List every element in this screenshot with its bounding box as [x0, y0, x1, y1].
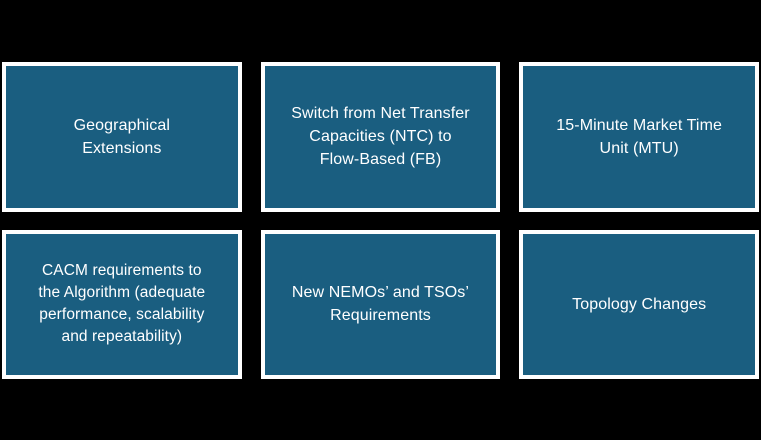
- card-grid: Geographical Extensions Switch from Net …: [2, 62, 759, 379]
- card-topology-changes[interactable]: Topology Changes: [519, 229, 759, 379]
- card-label: Topology Changes: [572, 295, 707, 313]
- card-label: 15-Minute Market Time Unit (MTU): [556, 116, 723, 157]
- card-cacm-algorithm-requirements[interactable]: CACM requirements to the Algorithm (adeq…: [2, 229, 242, 379]
- card-ntc-to-flow-based[interactable]: Switch from Net Transfer Capacities (NTC…: [260, 62, 501, 212]
- card-geographical-extensions[interactable]: Geographical Extensions: [2, 62, 242, 212]
- card-label: Switch from Net Transfer Capacities (NTC…: [291, 105, 470, 169]
- card-nemos-tsos-requirements[interactable]: New NEMOs’ and TSOs’ Requirements: [260, 229, 501, 379]
- card-label: CACM requirements to the Algorithm (adeq…: [38, 262, 206, 346]
- card-15-minute-market-time-unit[interactable]: 15-Minute Market Time Unit (MTU): [519, 62, 759, 212]
- card-label: New NEMOs’ and TSOs’ Requirements: [291, 284, 470, 325]
- card-label: Geographical Extensions: [73, 116, 171, 157]
